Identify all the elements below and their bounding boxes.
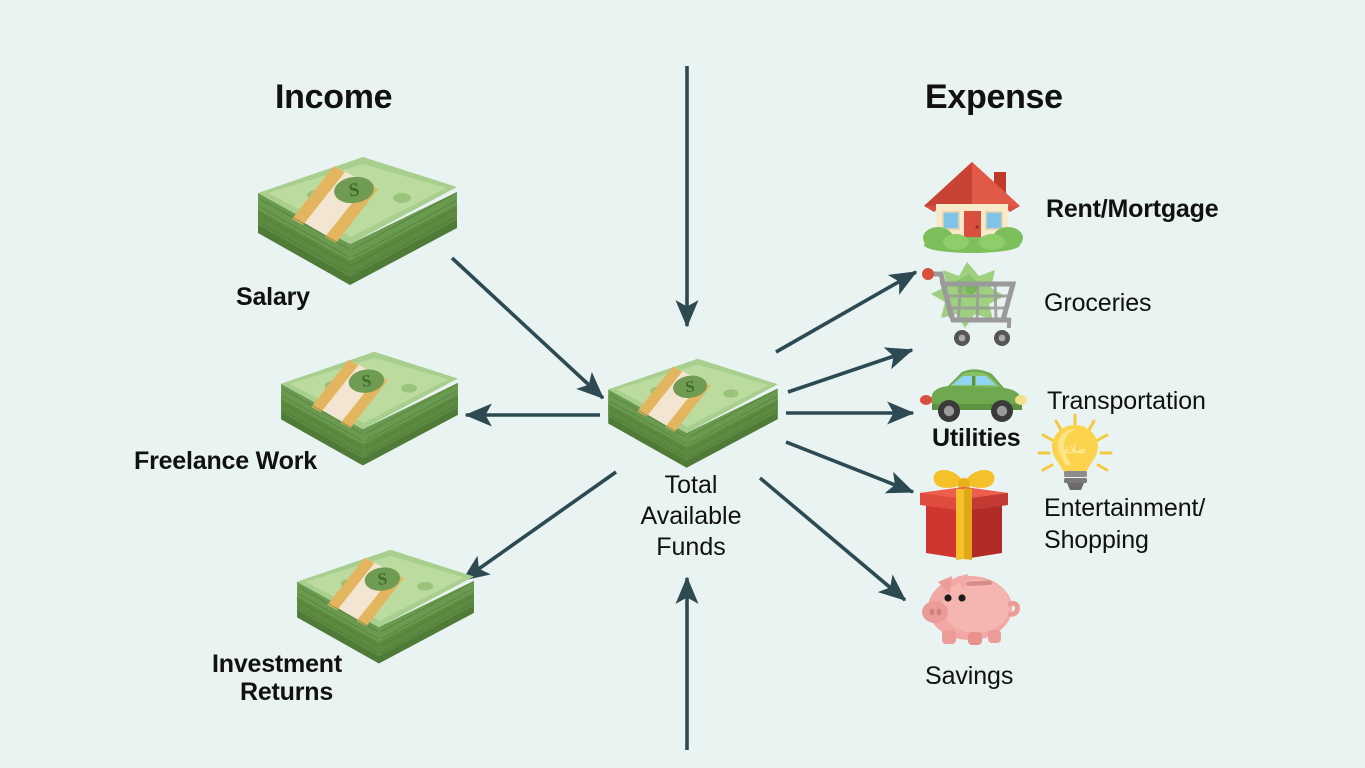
arrow-center-to-investment	[461, 470, 618, 582]
freelance-money-stack-icon: S	[272, 350, 467, 470]
entertainment-shopping-label-line2: Shopping	[1044, 526, 1149, 554]
arrow-salary-to-center	[450, 256, 605, 400]
center-label-line3: Funds	[656, 533, 726, 561]
svg-text:S: S	[376, 569, 388, 589]
freelance-work-label: Freelance Work	[134, 447, 317, 475]
utilities-label: Utilities	[932, 424, 1021, 452]
investment-money-stack-icon: S	[288, 548, 483, 668]
svg-text:S: S	[347, 179, 360, 201]
gift-box-icon	[914, 461, 1014, 561]
expense-heading: Expense	[925, 78, 1063, 116]
savings-label: Savings	[925, 662, 1014, 690]
svg-text:S: S	[684, 378, 695, 396]
investment-returns-label-line1: Investment	[212, 650, 342, 678]
lightbulb-icon: صلاة	[1034, 413, 1116, 493]
income-heading: Income	[275, 78, 393, 116]
house-icon	[916, 154, 1028, 258]
transportation-label: Transportation	[1047, 387, 1206, 415]
svg-text:صلاة: صلاة	[1064, 444, 1086, 456]
center-label-line1: Total	[664, 471, 718, 499]
investment-returns-label-line2: Returns	[240, 678, 334, 706]
groceries-label: Groceries	[1044, 289, 1152, 317]
entertainment-shopping-label-line1: Entertainment/	[1044, 494, 1206, 522]
arrow-center-to-transportation	[787, 347, 914, 394]
shopping-cart-icon	[917, 258, 1022, 350]
salary-money-stack-icon: S	[250, 155, 465, 290]
piggy-bank-icon	[910, 560, 1022, 650]
arrow-center-to-groceries	[775, 270, 918, 354]
salary-label: Salary	[236, 283, 310, 311]
rent-mortgage-label: Rent/Mortgage	[1046, 195, 1219, 223]
car-icon	[918, 362, 1028, 426]
center-label-line2: Available	[640, 502, 742, 530]
total-available-funds-money-stack-icon: S	[600, 357, 786, 472]
svg-text:S: S	[360, 371, 372, 391]
arrow-center-to-entertainment	[785, 440, 915, 494]
